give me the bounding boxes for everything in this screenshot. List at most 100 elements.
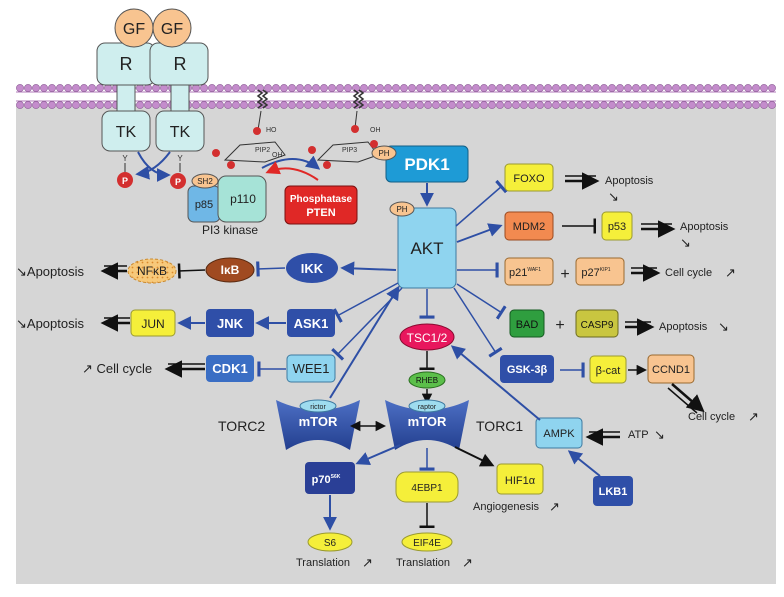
- membrane-lipid-head: [632, 101, 640, 109]
- cell-cycle-ccnd1: Cell cycle: [688, 411, 735, 423]
- membrane-lipid-head: [672, 101, 680, 109]
- membrane-lipid-head: [560, 84, 568, 92]
- tsc-node: [399, 323, 455, 351]
- membrane-lipid-head: [296, 101, 304, 109]
- membrane-lipid-head: [728, 101, 736, 109]
- receptor-2-label: R: [174, 54, 187, 74]
- membrane-lipid-head: [440, 84, 448, 92]
- torc1-mtor: [385, 400, 469, 450]
- mdm2-node: [504, 211, 554, 241]
- s6-node: [307, 532, 353, 552]
- svg-text:↘: ↘: [654, 427, 665, 442]
- membrane-lipid-head: [192, 101, 200, 109]
- membrane-lipid-head: [56, 84, 64, 92]
- membrane-lipid-head: [304, 84, 312, 92]
- membrane-lipid-head: [552, 101, 560, 109]
- membrane-lipid-head: [200, 101, 208, 109]
- membrane-lipid-head: [416, 101, 424, 109]
- svg-text:PIP2: PIP2: [255, 147, 270, 154]
- membrane-lipid-head: [528, 84, 536, 92]
- membrane-lipid-head: [56, 101, 64, 109]
- membrane-lipid-head: [296, 84, 304, 92]
- membrane-lipid-head: [568, 101, 576, 109]
- membrane-lipid-head: [640, 84, 648, 92]
- membrane-lipid-head: [336, 101, 344, 109]
- membrane-lipid-head: [704, 101, 712, 109]
- membrane-lipid-head: [360, 84, 368, 92]
- svg-text:4EBP1: 4EBP1: [411, 483, 443, 494]
- membrane-lipid-head: [600, 101, 608, 109]
- membrane-lipid-head: [400, 101, 408, 109]
- svg-text:p70S6K: p70S6K: [312, 474, 341, 486]
- ampk-node: [535, 417, 583, 449]
- svg-text:PH: PH: [396, 205, 407, 214]
- membrane-lipid-head: [760, 101, 768, 109]
- membrane-lipid-head: [672, 84, 680, 92]
- rictor-subunit: [299, 399, 337, 413]
- ikb-node: [205, 257, 255, 283]
- membrane-lipid-head: [144, 101, 152, 109]
- membrane-lipid-head: [576, 101, 584, 109]
- receptor-stalk-1: [116, 84, 136, 112]
- tyrosine-label-2: Y: [177, 154, 183, 163]
- membrane-lipid-head: [656, 101, 664, 109]
- membrane-lipid-head: [304, 101, 312, 109]
- membrane-lipid-head: [704, 84, 712, 92]
- membrane-lipid-head: [664, 101, 672, 109]
- membrane-lipid-head: [376, 84, 384, 92]
- svg-text:IKK: IKK: [301, 261, 324, 276]
- svg-text:IκB: IκB: [221, 263, 240, 277]
- svg-text:↘: ↘: [680, 235, 691, 250]
- membrane-lipid-head: [536, 84, 544, 92]
- svg-text:↘: ↘: [608, 189, 619, 204]
- membrane-lipid-head: [80, 101, 88, 109]
- cell-cycle-p27: Cell cycle: [665, 267, 712, 279]
- membrane-lipid-head: [440, 101, 448, 109]
- membrane-lipid-head: [160, 101, 168, 109]
- membrane-lipid-head: [512, 101, 520, 109]
- membrane-lipid-head: [232, 84, 240, 92]
- svg-text:FOXO: FOXO: [513, 173, 545, 185]
- svg-text:EIF4E: EIF4E: [413, 538, 441, 549]
- svg-text:p27KIP1: p27KIP1: [581, 267, 610, 279]
- beta-catenin-node: [589, 355, 627, 384]
- eif4e-node: [401, 532, 453, 552]
- sh2-domain: [191, 173, 219, 189]
- membrane-lipid-head: [688, 101, 696, 109]
- svg-text:JUN: JUN: [141, 317, 164, 331]
- jnk-node: [206, 309, 254, 337]
- membrane-lipid-head: [584, 101, 592, 109]
- membrane-lipid-head: [96, 84, 104, 92]
- pi3-kinase-label: PI3 kinase: [202, 223, 258, 237]
- svg-text:AKT: AKT: [410, 239, 443, 258]
- wee1-node: [286, 354, 336, 383]
- membrane-lipid-head: [264, 84, 272, 92]
- lkb1-node: [593, 476, 633, 506]
- pip2-lipid: PIP2 HO OH: [212, 89, 286, 169]
- membrane-lipid-head: [448, 101, 456, 109]
- gsk3b-node: [500, 355, 554, 383]
- membrane-lipid-head: [680, 101, 688, 109]
- apoptosis-foxo: Apoptosis: [605, 175, 654, 187]
- torc2-mtor: [276, 400, 360, 450]
- membrane-lipid-head: [40, 84, 48, 92]
- receptor-1-label: R: [120, 54, 133, 74]
- apoptosis-nfkb: ↘Apoptosis: [16, 264, 84, 279]
- svg-text:PTEN: PTEN: [306, 207, 335, 219]
- membrane-lipid-head: [224, 84, 232, 92]
- akt-ph-domain: [389, 201, 415, 217]
- membrane-lipid-head: [712, 84, 720, 92]
- membrane-lipid-head: [96, 101, 104, 109]
- membrane-lipid-head: [152, 101, 160, 109]
- svg-text:↘: ↘: [718, 319, 729, 334]
- svg-text:↗: ↗: [748, 409, 759, 424]
- membrane-lipid-head: [720, 84, 728, 92]
- membrane-lipid-head: [424, 84, 432, 92]
- membrane-lipid-head: [248, 84, 256, 92]
- svg-text:↗: ↗: [549, 499, 560, 514]
- svg-text:SH2: SH2: [197, 177, 213, 186]
- membrane-lipid-head: [88, 101, 96, 109]
- raptor-subunit: [408, 399, 446, 413]
- membrane-lipid-head: [280, 84, 288, 92]
- membrane-lipid-head: [16, 84, 24, 92]
